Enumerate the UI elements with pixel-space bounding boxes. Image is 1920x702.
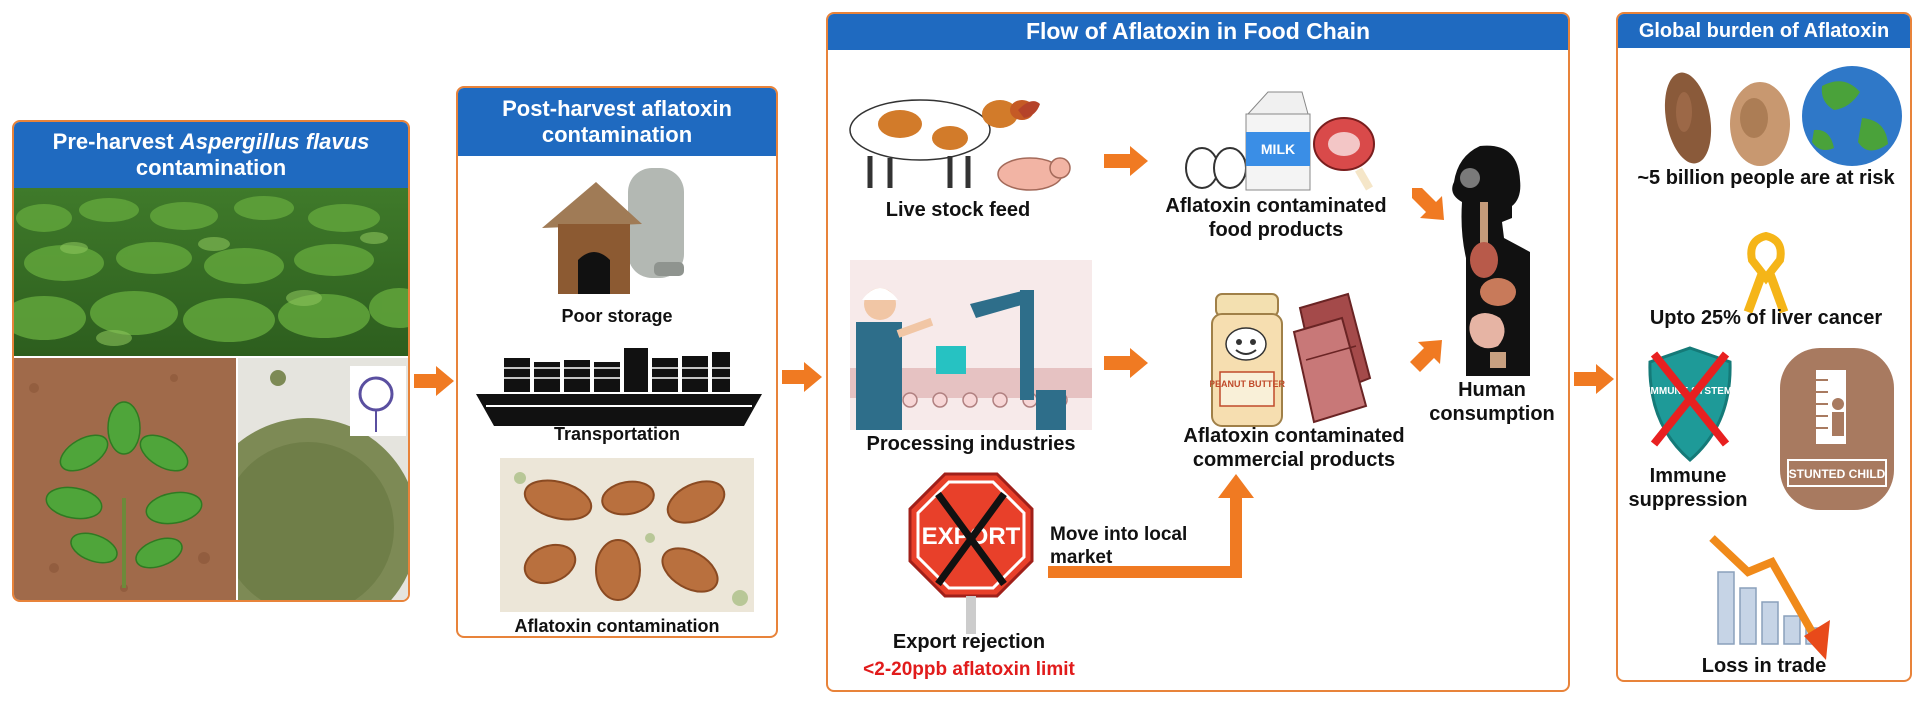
storage-hut-icon (542, 168, 684, 294)
aspergillus-colony-photo (238, 358, 408, 600)
livestock-feed-label: Live stock feed (885, 199, 1031, 221)
liver-cancer-label: Upto 25% of liver cancer (1649, 307, 1883, 329)
people-risk-label: ~5 billion people are at risk (1637, 167, 1895, 189)
stunted-child-badge-icon: STUNTED CHILD (1780, 348, 1894, 510)
processing-industry-icon (850, 260, 1092, 430)
loss-in-trade-label: Loss in trade (1701, 655, 1827, 677)
flow-arrow-2 (782, 362, 822, 392)
move-local-market-label: Move into local market (1050, 524, 1188, 569)
aflatoxin-contamination-label: Aflatoxin contamination (514, 616, 720, 636)
flow-arrow-livestock-food (1104, 146, 1148, 176)
food-products-label: Aflatoxin contaminated food products (1165, 195, 1387, 242)
poor-storage-label: Poor storage (561, 306, 673, 326)
transportation-label: Transportation (553, 424, 680, 444)
post-harvest-panel: Post-harvest aflatoxin contamination Poo… (456, 86, 778, 638)
flow-arrow-food-human (1412, 188, 1444, 220)
stunted-child-text: STUNTED CHILD (1789, 467, 1886, 481)
flow-arrow-1 (414, 366, 454, 396)
post-harvest-header: Post-harvest aflatoxin contamination (458, 88, 776, 156)
cancer-ribbon-icon (1743, 232, 1789, 314)
pre-harvest-title-italic: Aspergillus flavus (179, 128, 370, 154)
trade-loss-chart-icon (1709, 535, 1830, 660)
shield-text: IMMUNE SYSTEM (1648, 386, 1732, 397)
peanut-field-photo (14, 188, 408, 356)
milk-carton-text: MILK (1261, 141, 1295, 157)
export-rejection-label: Export rejection (892, 631, 1046, 653)
moldy-peanut-globe-icon (1664, 66, 1902, 166)
commercial-products-label: Aflatoxin contaminated commercial produc… (1183, 425, 1405, 472)
human-consumption-label: Human consumption (1429, 379, 1555, 426)
export-rejection-sign-icon: EXPORT (908, 472, 1034, 634)
local-market-arrow (1048, 474, 1254, 578)
aflatoxin-limit-label: <2-20ppb aflatoxin limit (863, 659, 1075, 680)
immune-shield-icon: IMMUNE SYSTEM (1648, 346, 1732, 462)
flow-arrow-3 (1574, 364, 1614, 394)
food-chain-header: Flow of Aflatoxin in Food Chain (828, 14, 1568, 50)
food-chain-panel: Flow of Aflatoxin in Food Chain Live sto… (826, 12, 1570, 692)
global-burden-panel: Global burden of Aflatoxin ~5 billion pe… (1616, 12, 1912, 682)
peanut-butter-jar-text: PEANUT BUTTER (1210, 379, 1285, 389)
dairy-meat-icon: MILK (1185, 91, 1375, 191)
cargo-ship-icon (476, 348, 762, 426)
flow-arrow-commercial-human (1410, 340, 1442, 372)
processing-industries-label: Processing industries (866, 433, 1076, 455)
pre-harvest-panel: Pre-harvest Aspergillus flavus contamina… (12, 120, 410, 602)
peanut-butter-chocolate-icon: PEANUT BUTTER (1210, 292, 1372, 427)
peanut-seedling-photo (14, 358, 236, 600)
moldy-peanuts-photo (500, 458, 754, 612)
livestock-icon (849, 99, 1071, 191)
pre-harvest-title-suffix: contamination (135, 155, 287, 180)
immune-suppression-label: Immune suppression (1628, 465, 1748, 512)
flow-arrow-processing-commercial (1104, 348, 1148, 378)
global-burden-header: Global burden of Aflatoxin (1618, 14, 1910, 48)
pre-harvest-header: Pre-harvest Aspergillus flavus contamina… (14, 122, 408, 188)
pre-harvest-title-prefix: Pre-harvest (52, 128, 180, 154)
human-body-icon (1452, 145, 1530, 376)
